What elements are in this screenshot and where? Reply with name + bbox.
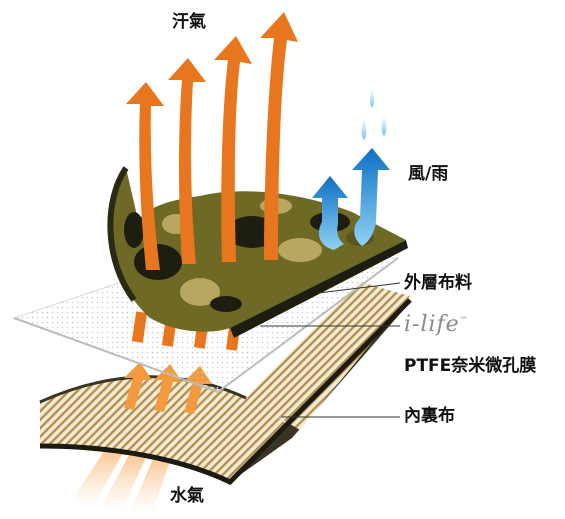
brand-trademark: ™ <box>459 315 469 325</box>
leader-lines <box>260 282 401 418</box>
membrane-label: PTFE奈米微孔膜 <box>404 356 537 376</box>
wind-rain-arrows <box>312 148 390 250</box>
sweat-arrows-upper <box>126 12 298 270</box>
lining-layer <box>39 282 412 486</box>
vapor-label: 水氣 <box>170 486 204 506</box>
brand-logo: i-life™ <box>404 314 469 336</box>
sweat-label: 汗氣 <box>172 12 206 32</box>
lining-label: 內裏布 <box>404 406 455 426</box>
outer-fabric-label: 外層布料 <box>404 273 472 293</box>
brand-text: i-life <box>404 312 460 337</box>
wind-rain-label: 風/雨 <box>408 164 449 184</box>
